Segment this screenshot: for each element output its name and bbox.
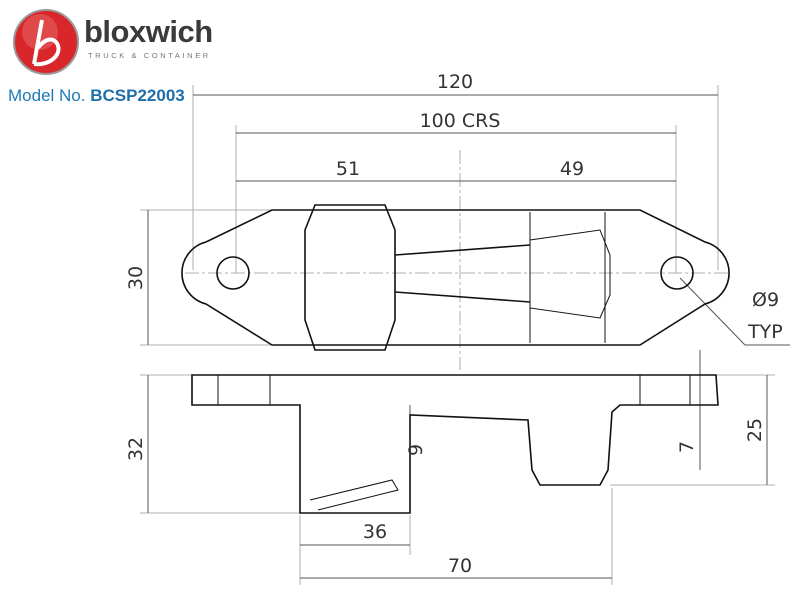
dim-width: 30 [125,266,147,290]
dim-right-boss-height: 25 [744,418,766,442]
brand-name: bloxwich [84,14,213,49]
dim-right-offset: 49 [560,158,584,180]
dim-height: 32 [125,437,147,461]
dim-right-step: 7 [676,441,698,453]
dim-left-step: 9 [405,444,427,456]
dim-hole-note: TYP [747,321,783,343]
brand-tagline: TRUCK & CONTAINER [88,51,211,60]
dim-left-boss-width: 36 [363,521,387,543]
dim-hole: Ø9 [752,289,779,311]
model-value: BCSP22003 [90,86,185,105]
dim-centres: 100 CRS [420,110,501,132]
logo-icon [13,9,79,75]
model-label: Model No. [8,86,86,105]
model-number: Model No. BCSP22003 [8,86,185,106]
dim-left-offset: 51 [336,158,360,180]
dim-boss-span: 70 [448,555,472,577]
dim-overall-length: 120 [437,71,473,93]
